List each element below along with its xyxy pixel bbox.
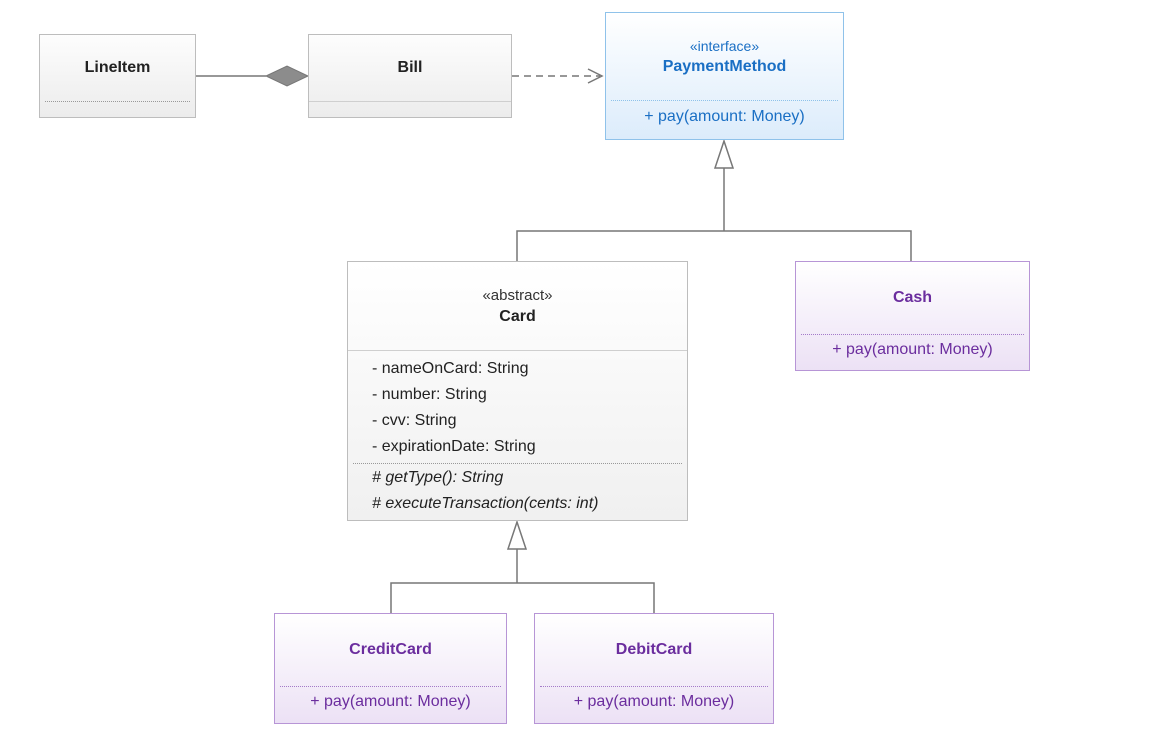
cash-class[interactable]: Cash + pay(amount: Money)	[795, 261, 1030, 371]
class-header: LineItem	[40, 35, 195, 101]
operation: # getType(): String	[372, 469, 504, 486]
lineitem-class[interactable]: LineItem	[39, 34, 196, 118]
class-name: Card	[499, 307, 536, 325]
hollow-triangle-icon	[506, 519, 528, 550]
class-name: Bill	[397, 59, 423, 76]
open-arrow-icon	[587, 68, 604, 84]
stereotype-label: «interface»	[689, 37, 760, 54]
composition-connector[interactable]	[196, 65, 310, 87]
attributes-compartment: - nameOnCard: String - number: String - …	[348, 351, 687, 463]
dependency-connector[interactable]	[512, 68, 604, 84]
class-name: LineItem	[84, 59, 151, 76]
operations-compartment: + pay(amount: Money)	[606, 101, 843, 130]
class-name: CreditCard	[349, 641, 432, 658]
composition-diamond-icon	[264, 65, 310, 87]
class-name: Cash	[892, 289, 933, 306]
attribute: - number: String	[372, 386, 487, 403]
operation: + pay(amount: Money)	[310, 693, 471, 710]
generalization-connector[interactable]	[390, 519, 655, 613]
hollow-triangle-icon	[713, 138, 735, 169]
member-separator	[45, 101, 190, 102]
class-name: DebitCard	[615, 641, 693, 658]
class-header: Cash	[796, 262, 1029, 334]
member-separator	[353, 463, 682, 464]
operations-compartment: # getType(): String # executeTransaction…	[348, 464, 687, 517]
class-header: «interface» PaymentMethod	[606, 13, 843, 100]
creditcard-class[interactable]: CreditCard + pay(amount: Money)	[274, 613, 507, 724]
bill-class[interactable]: Bill	[308, 34, 512, 118]
stereotype-label: «abstract»	[482, 286, 553, 304]
member-separator	[540, 686, 768, 687]
operation: # executeTransaction(cents: int)	[372, 495, 599, 512]
card-abstract-class[interactable]: «abstract» Card - nameOnCard: String - n…	[347, 261, 688, 521]
class-header: Bill	[309, 35, 511, 101]
operation: + pay(amount: Money)	[832, 341, 993, 358]
attribute: - expirationDate: String	[372, 438, 536, 455]
member-separator	[611, 100, 838, 101]
operation: + pay(amount: Money)	[573, 693, 735, 710]
class-header: DebitCard	[535, 614, 773, 686]
realization-connector[interactable]	[516, 138, 912, 261]
operations-compartment: + pay(amount: Money)	[796, 335, 1029, 363]
operations-compartment: + pay(amount: Money)	[535, 687, 773, 715]
member-separator	[309, 101, 511, 102]
class-header: CreditCard	[275, 614, 506, 686]
operations-compartment: + pay(amount: Money)	[275, 687, 506, 715]
attribute: - nameOnCard: String	[372, 360, 529, 377]
attribute: - cvv: String	[372, 412, 457, 429]
paymentmethod-interface[interactable]: «interface» PaymentMethod + pay(amount: …	[605, 12, 844, 140]
member-separator	[801, 334, 1024, 335]
debitcard-class[interactable]: DebitCard + pay(amount: Money)	[534, 613, 774, 724]
class-header: «abstract» Card	[348, 262, 687, 351]
class-name: PaymentMethod	[662, 57, 787, 75]
member-separator	[280, 686, 501, 687]
operation: + pay(amount: Money)	[644, 108, 805, 125]
